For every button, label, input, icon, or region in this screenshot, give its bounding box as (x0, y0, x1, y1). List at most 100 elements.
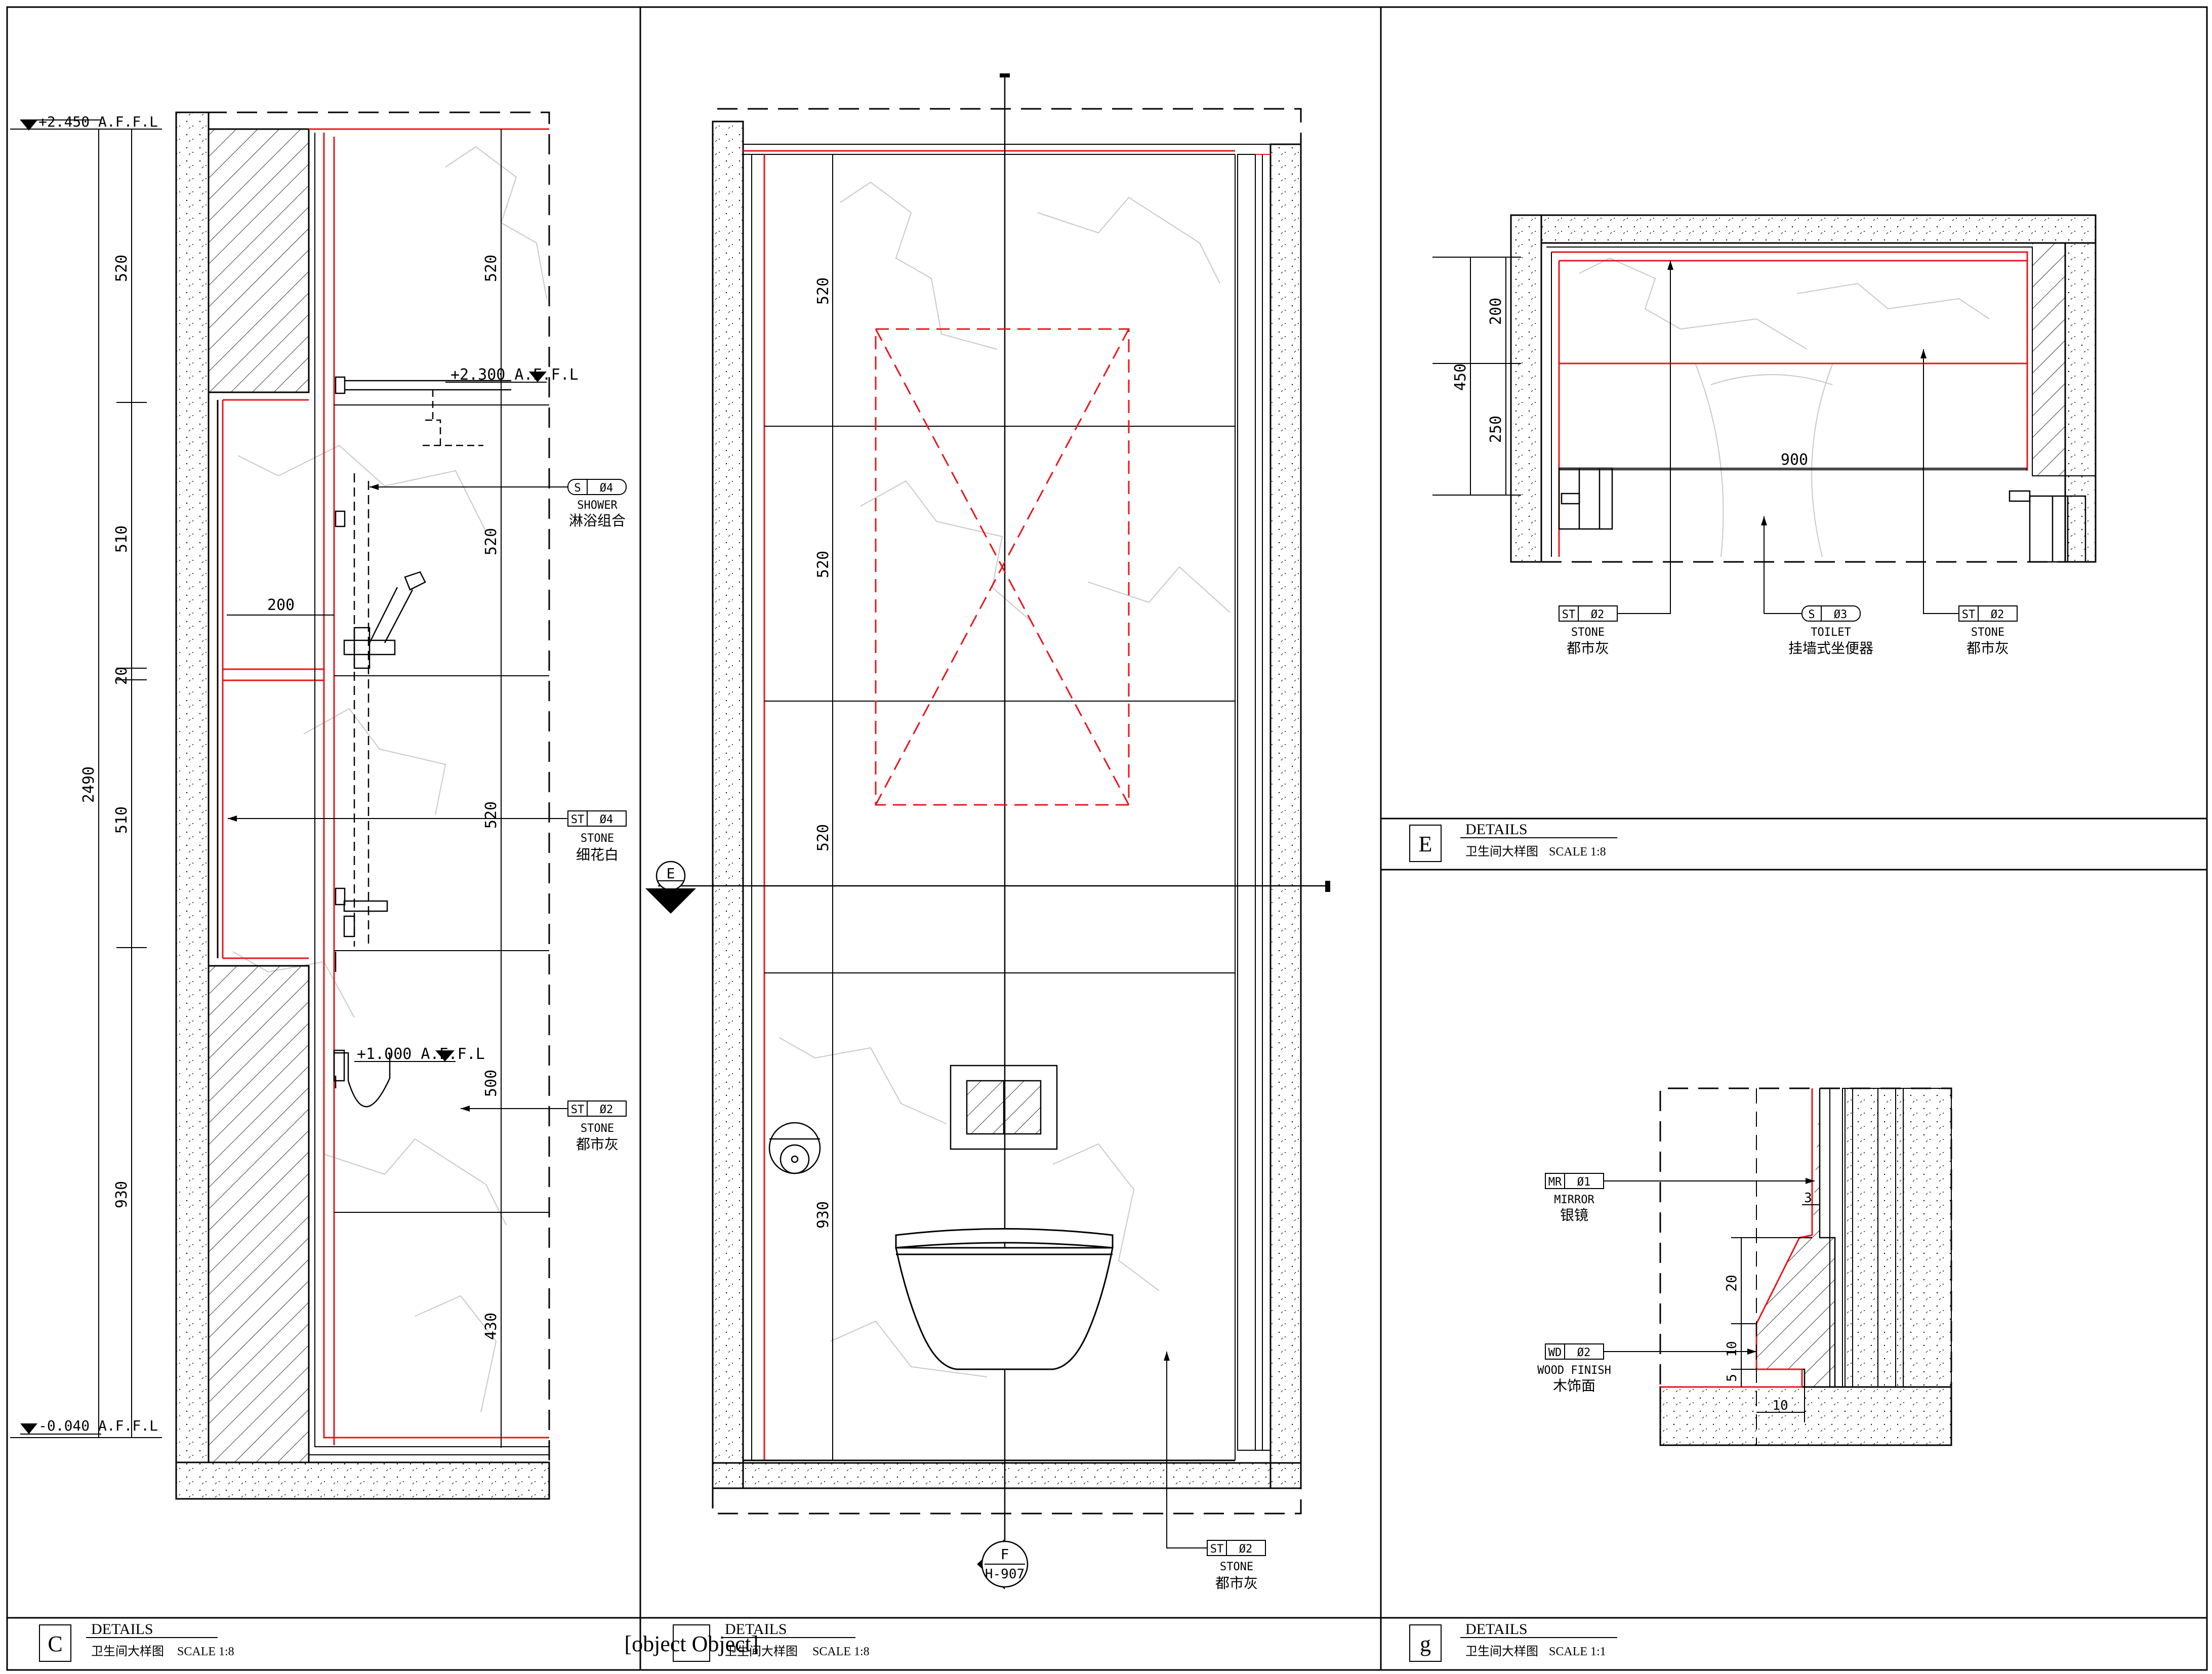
drawing-title: DETAILS (725, 1621, 787, 1638)
tile-grid (764, 154, 1235, 1460)
tag-cn: 银镜 (1560, 1207, 1588, 1223)
finish-lines (1551, 251, 2028, 557)
drawing-scale: SCALE 1:1 (1549, 1645, 1606, 1658)
title-block-c: C DETAILS 卫生间大样图 SCALE 1:8 (39, 1621, 234, 1662)
dim-450: 450 (1452, 363, 1469, 391)
dim-250: 250 (1487, 416, 1505, 443)
drawing-tag: g (1420, 1631, 1431, 1656)
drawing-scale: SCALE 1:8 (812, 1645, 870, 1658)
finish-lines (743, 150, 1235, 1460)
finish-lines (743, 144, 1301, 1460)
tag-code: S (1808, 608, 1815, 621)
panel-c: 520 510 20 510 930 2490 520 520 520 500 … (10, 111, 627, 1500)
dim-02-2: 520 (814, 551, 832, 578)
centerline-end (1000, 73, 1010, 77)
tag-en: STONE (581, 832, 614, 845)
tag-num: Ø2 (1991, 608, 2004, 621)
drawing-subtitle: 卫生间大样图 (1465, 1644, 1538, 1658)
level-marker-floor (20, 1423, 101, 1435)
tag-en: WOOD FINISH (1537, 1364, 1611, 1377)
drawing-scale: SCALE 1:8 (1549, 845, 1606, 859)
tag-cn: 淋浴组合 (569, 512, 626, 529)
panel-g: 3 20 10 5 10 MR Ø1 MIRROR 银镜 WD Ø2 WOOD … (1537, 1087, 1952, 1446)
tag-code: ST (1562, 608, 1576, 621)
dim-inner-1: 520 (482, 255, 500, 282)
niche-finish (222, 399, 324, 959)
level-floor: -0.040 A.F.F.L (38, 1417, 158, 1434)
wall-hatch (1510, 214, 1542, 563)
tag-num: Ø3 (1834, 608, 1848, 621)
tag-code: MR (1548, 1176, 1562, 1189)
tag-num: Ø4 (600, 813, 613, 826)
tag-en: SHOWER (577, 499, 618, 512)
tag-en: TOILET (1811, 626, 1851, 639)
dim-2490: 2490 (80, 766, 98, 803)
dim-20: 20 (113, 667, 131, 685)
wall-hatch (1269, 143, 1302, 1489)
tag-num: Ø4 (600, 482, 613, 495)
tile-grid (334, 129, 549, 1448)
dim-g (1731, 1204, 1820, 1422)
tag-code: ST (1210, 1543, 1224, 1556)
section-marker-e (645, 861, 696, 914)
level-shower: +2.300 A.F.F.L (450, 366, 579, 384)
drawing-tag: [object Object] (624, 1631, 758, 1656)
wall-hung-toilet (895, 1228, 1114, 1370)
tag-stone-dushihui: ST Ø2 STONE 都市灰 (461, 1100, 627, 1153)
drawing-title: DETAILS (1465, 821, 1528, 838)
tag-num: Ø1 (1577, 1176, 1591, 1189)
tag-e-2: S Ø3 TOILET 挂墙式坐便器 (1761, 516, 1873, 657)
wall-hatch (208, 965, 310, 1463)
drawing-scale: SCALE 1:8 (177, 1645, 234, 1658)
dim-510b: 510 (113, 806, 131, 834)
panel-02: E F H-907 520 520 520 930 (645, 73, 1330, 1591)
wall-hatch (1540, 214, 2097, 244)
title-block-g: g DETAILS 卫生间大样图 SCALE 1:1 (1409, 1621, 1617, 1662)
tag-cn: 木饰面 (1553, 1377, 1595, 1394)
wall-hatch (1659, 1386, 1952, 1446)
tag-code: ST (571, 1104, 585, 1116)
wall-hatch (712, 120, 744, 1489)
niche-outline (209, 391, 309, 967)
dim-e (1432, 257, 2027, 496)
dim-inner-4: 500 (482, 1070, 500, 1097)
drawing-tag: C (48, 1631, 62, 1656)
section-f-ref: H-907 (985, 1567, 1025, 1582)
dim-inner-2: 520 (482, 528, 500, 555)
panel-layers (1829, 1088, 1952, 1387)
tag-num: Ø2 (1591, 608, 1605, 621)
sheet-frame (6, 6, 2208, 1671)
marble-texture (779, 181, 1231, 1377)
dim-200: 200 (267, 596, 295, 614)
dim-10b: 10 (1772, 1398, 1788, 1413)
tag-en: STONE (1571, 626, 1605, 639)
wall-hatch (2064, 242, 2097, 563)
finish-lines (1546, 247, 2096, 557)
tag-cn: 都市灰 (1967, 640, 2009, 657)
wall-hatch (175, 111, 210, 1463)
tag-cn: 细花白 (576, 846, 619, 863)
tag-mirror: MR Ø1 MIRROR 银镜 (1545, 1173, 1815, 1223)
tag-num: Ø2 (1577, 1346, 1591, 1359)
shower-set (333, 376, 511, 1108)
drawing-subtitle: 卫生间大样图 (91, 1644, 164, 1658)
tag-shower: S Ø4 SHOWER 淋浴组合 (370, 479, 627, 529)
drawing-subtitle: 卫生间大样图 (725, 1644, 798, 1658)
tag-cn: 都市灰 (576, 1136, 619, 1153)
dim-3: 3 (1804, 1191, 1812, 1206)
panel-e: 450 200 250 900 ST Ø2 STONE 都市灰 S Ø3 TOI… (1432, 214, 2097, 657)
dim-200: 200 (1487, 298, 1505, 325)
drawing-title: DETAILS (1465, 1621, 1528, 1638)
tag-code: ST (1962, 608, 1976, 621)
finish-lines (309, 133, 549, 1455)
tag-cn: 都市灰 (1567, 640, 1609, 657)
section-f-label: F (1001, 1546, 1009, 1563)
marble-texture (1579, 257, 1990, 557)
tag-en: STONE (1971, 626, 2004, 639)
side-fixture (1558, 467, 2086, 563)
tag-en: STONE (1220, 1561, 1253, 1573)
dim-10a: 10 (1725, 1341, 1740, 1357)
drawing-tag: E (1419, 832, 1432, 856)
level-top: +2.450 A.F.F.L (38, 113, 158, 130)
